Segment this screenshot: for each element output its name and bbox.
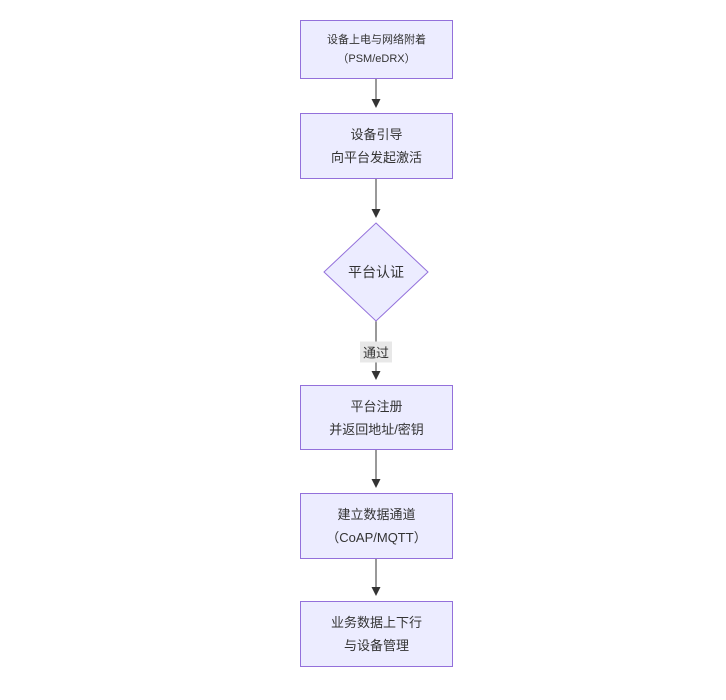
node-register: 平台注册 并返回地址/密钥 [300, 385, 453, 450]
node-bootstrap: 设备引导 向平台发起激活 [300, 113, 453, 179]
node-power-attach-line1: 设备上电与网络附着 [327, 33, 426, 46]
node-data-channel: 建立数据通道 （CoAP/MQTT） [300, 493, 453, 559]
decision-diamond-shape [323, 222, 429, 322]
node-business-line1: 业务数据上下行 [330, 615, 422, 630]
node-power-attach: 设备上电与网络附着 （PSM/eDRX） [300, 20, 453, 79]
node-auth-label: 平台认证 [348, 264, 404, 280]
node-business-line2: 与设备管理 [343, 638, 409, 653]
node-data-channel-line1: 建立数据通道 [337, 507, 416, 522]
node-register-line2: 并返回地址/密钥 [329, 421, 424, 437]
node-register-line1: 平台注册 [350, 398, 403, 414]
node-data-channel-line2: （CoAP/MQTT） [326, 530, 427, 545]
node-bootstrap-line2: 向平台发起激活 [330, 150, 422, 165]
node-business: 业务数据上下行 与设备管理 [300, 601, 453, 667]
node-bootstrap-line1: 设备引导 [350, 127, 403, 142]
edge-label-pass: 通过 [359, 341, 393, 363]
node-power-attach-line2: （PSM/eDRX） [337, 52, 416, 65]
